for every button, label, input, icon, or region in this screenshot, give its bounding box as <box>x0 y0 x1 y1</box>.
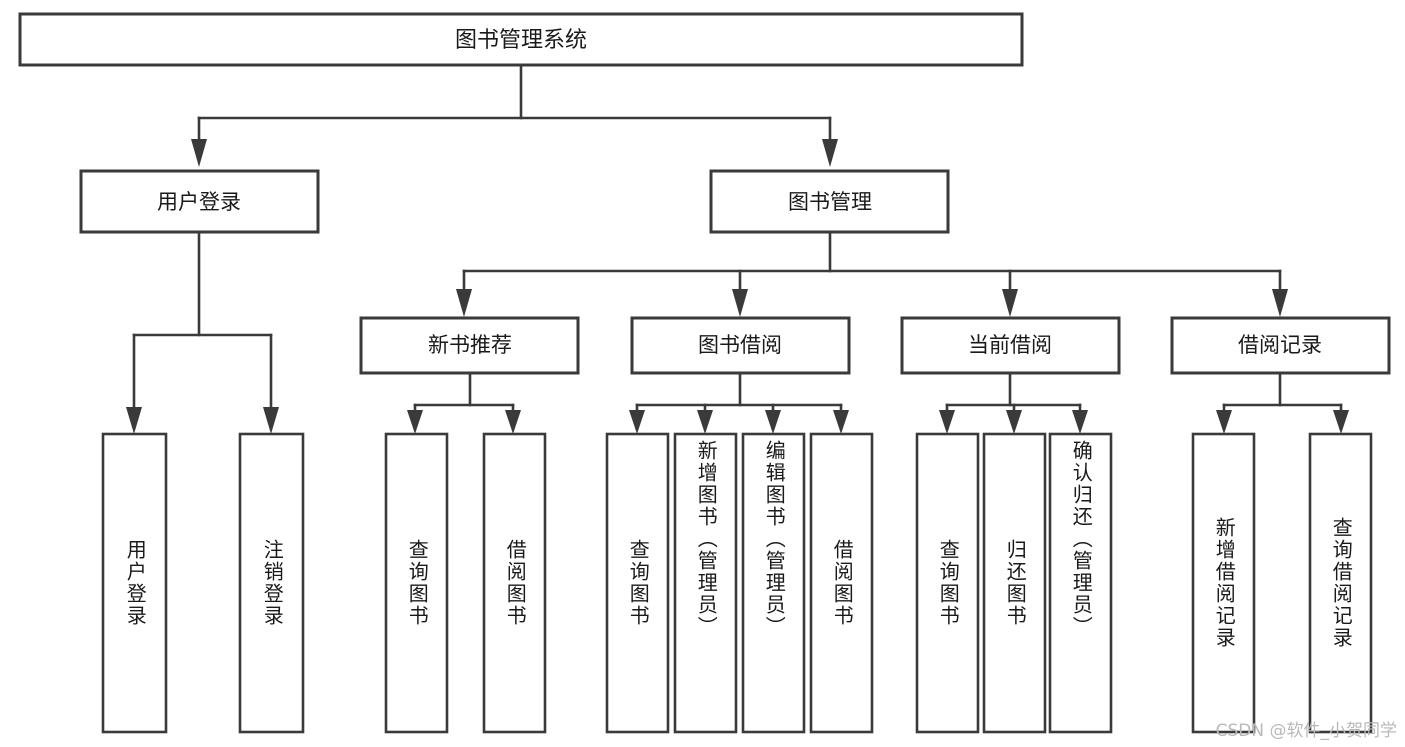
leaf-box-user-logout[interactable] <box>238 432 305 734</box>
node-borrow-record[interactable]: 借阅记录 <box>1170 316 1391 375</box>
new-book-recommend-label: 新书推荐 <box>428 333 512 357</box>
book-borrow-label: 图书借阅 <box>698 333 782 357</box>
arrow-head-icon <box>456 289 472 317</box>
arrow-head-icon <box>697 410 713 434</box>
user-login-label: 用户登录 <box>157 190 241 214</box>
arrow-head-icon <box>629 410 645 434</box>
connector-book-borrow-to-leaves <box>629 371 849 434</box>
node-book-manage[interactable]: 图书管理 <box>709 169 950 234</box>
connector-user-login-to-leaves <box>126 230 279 434</box>
user-login-box[interactable] <box>79 169 320 234</box>
arrow-head-icon <box>407 410 423 434</box>
arrow-head-icon <box>765 410 781 434</box>
leaf-box-borrow-book-2[interactable] <box>809 432 874 734</box>
arrow-head-icon <box>1002 289 1018 317</box>
node-book-borrow[interactable]: 图书借阅 <box>630 316 851 375</box>
leaf-box-user-login[interactable] <box>101 432 168 734</box>
arrow-head-icon <box>505 410 521 434</box>
leaf-box-query-record[interactable] <box>1308 432 1373 734</box>
current-borrow-label: 当前借阅 <box>968 333 1052 357</box>
arrow-head-icon <box>191 139 207 167</box>
connector-root-to-level2 <box>191 63 838 167</box>
new-book-recommend-box[interactable] <box>359 316 580 375</box>
arrow-head-icon <box>1272 289 1288 317</box>
connector-current-borrow-to-leaves <box>939 371 1088 434</box>
arrow-head-icon <box>126 407 142 434</box>
leaf-box-add-record[interactable] <box>1191 432 1256 734</box>
current-borrow-box[interactable] <box>900 316 1121 375</box>
connector-borrow-record-to-leaves <box>1216 371 1349 434</box>
leaf-box-return-book[interactable] <box>982 432 1047 734</box>
connector-new-book-recommend-to-leaves <box>407 371 521 434</box>
node-current-borrow[interactable]: 当前借阅 <box>900 316 1121 375</box>
leaf-box-query-book-3[interactable] <box>915 432 980 734</box>
leaf-box-confirm-return[interactable] <box>1048 432 1113 734</box>
connector-book-manage-to-level3 <box>456 230 1288 317</box>
arrow-head-icon <box>939 410 955 434</box>
borrow-record-label: 借阅记录 <box>1238 333 1322 357</box>
arrow-head-icon <box>732 289 748 317</box>
arrow-head-icon <box>1006 410 1022 434</box>
arrow-head-icon <box>1072 410 1088 434</box>
leaf-box-query-book-1[interactable] <box>384 432 449 734</box>
leaf-box-borrow-book-1[interactable] <box>482 432 547 734</box>
arrow-head-icon <box>263 407 279 434</box>
leaf-box-query-book-2[interactable] <box>605 432 670 734</box>
leaf-box-add-book[interactable] <box>673 432 738 734</box>
root-label: 图书管理系统 <box>455 28 587 53</box>
node-user-login[interactable]: 用户登录 <box>79 169 320 234</box>
book-manage-label: 图书管理 <box>788 190 872 214</box>
watermark: CSDN @软件_小贺同学 <box>1215 721 1397 741</box>
root-box[interactable] <box>18 12 1024 67</box>
node-new-book-recommend[interactable]: 新书推荐 <box>359 316 580 375</box>
arrow-head-icon <box>822 139 838 167</box>
leaf-box-edit-book[interactable] <box>741 432 806 734</box>
arrow-head-icon <box>1216 410 1232 434</box>
node-root[interactable]: 图书管理系统 <box>18 12 1024 67</box>
arrow-head-icon <box>1333 410 1349 434</box>
arrow-head-icon <box>833 410 849 434</box>
